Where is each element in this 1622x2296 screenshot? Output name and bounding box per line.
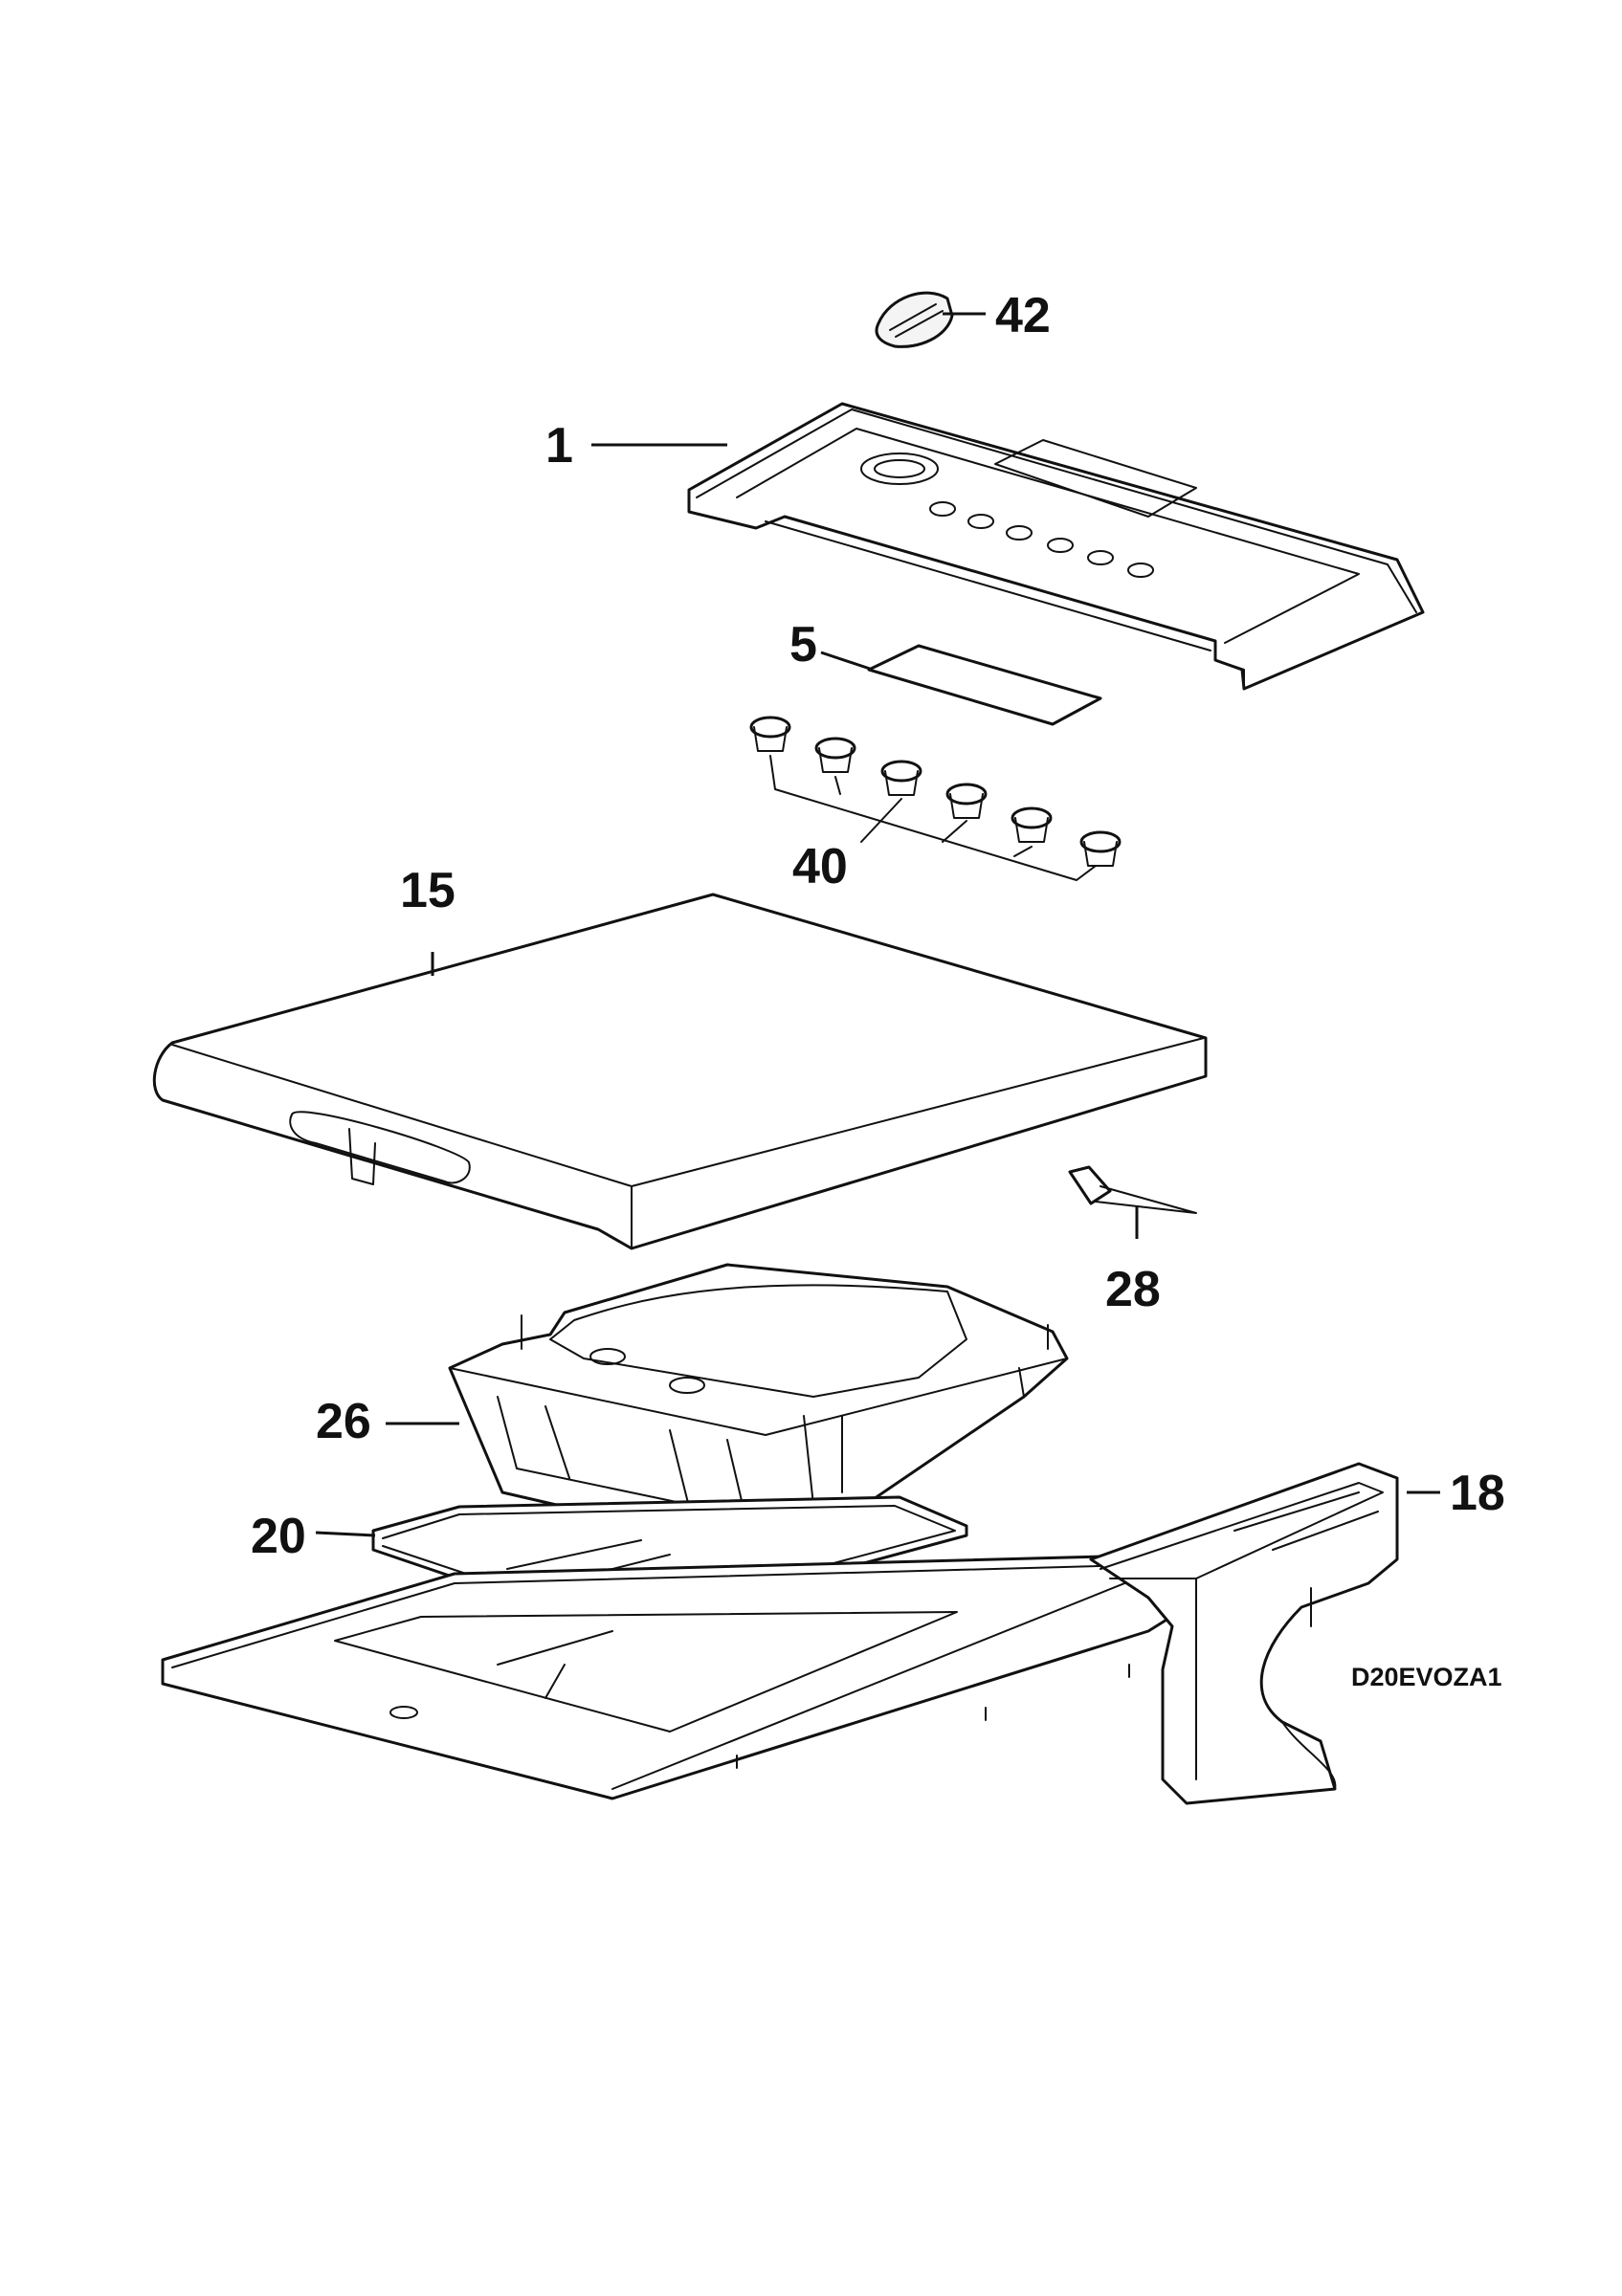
- label-part-18: 18: [1450, 1466, 1505, 1521]
- label-part-20: 20: [251, 1509, 306, 1564]
- label-part-15: 15: [400, 863, 455, 918]
- label-part-1: 1: [545, 418, 573, 474]
- label-part-42: 42: [995, 288, 1051, 343]
- part-42-knob: [875, 291, 986, 348]
- drawing-code: D20EVOZA1: [1351, 1663, 1502, 1691]
- label-part-28: 28: [1105, 1262, 1161, 1317]
- part-40-buttons: [749, 716, 1122, 881]
- part-18-bracket: [1089, 1462, 1440, 1805]
- part-5-label-plate: [820, 644, 1102, 726]
- part-1-control-panel: [591, 402, 1425, 691]
- label-part-5: 5: [789, 617, 817, 673]
- base-tray: [161, 1553, 1189, 1800]
- part-15-lid: [152, 893, 1208, 1250]
- label-part-26: 26: [316, 1394, 371, 1449]
- part-28-pin: [1068, 1165, 1197, 1239]
- label-part-40: 40: [792, 839, 848, 894]
